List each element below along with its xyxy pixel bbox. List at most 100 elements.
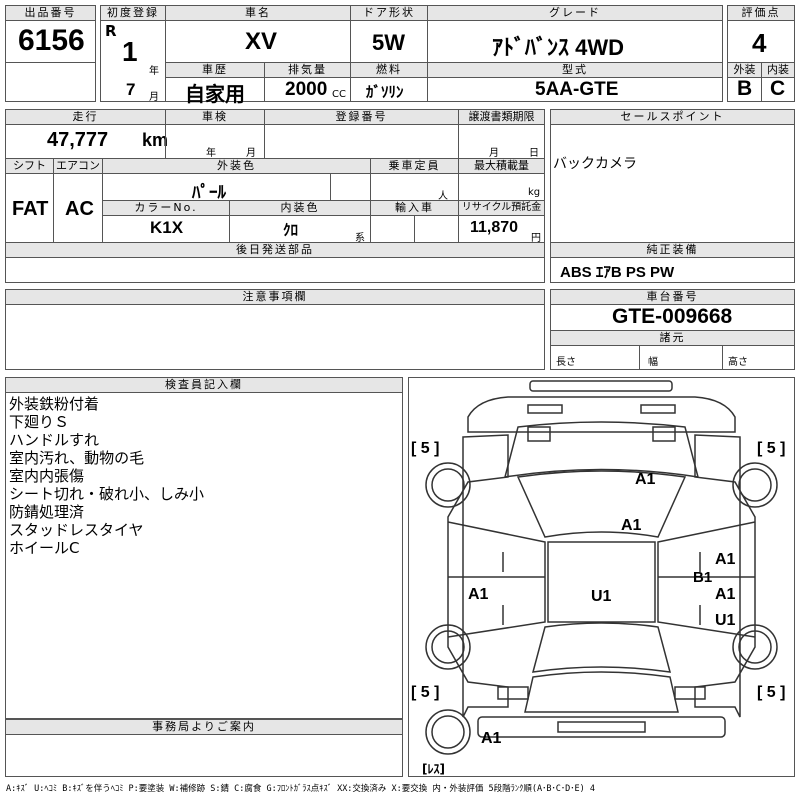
recycle-header: リサイクル預託金 xyxy=(458,200,545,216)
office-cell xyxy=(5,734,403,777)
inspector-note-item: シート切れ・破れ小、しみ小 xyxy=(9,485,205,503)
model-header: 型式 xyxy=(427,62,723,78)
inspector-note-item: 室内汚れ、動物の毛 xyxy=(9,449,145,467)
damage-right-front-door: A1 xyxy=(715,551,736,568)
reg-month-value: 7 xyxy=(126,80,136,99)
fuel-header: 燃料 xyxy=(350,62,428,78)
cc-label: CC xyxy=(332,89,346,100)
lot-no-value: 6156 xyxy=(18,24,85,57)
capacity-header: 乗車定員 xyxy=(370,158,459,174)
year-label: 年 xyxy=(149,66,159,77)
inspector-note-item: 外装鉄粉付着 xyxy=(9,395,100,413)
legend-text: A:ｷｽﾞ U:ﾍｺﾐ B:ｷｽﾞを伴うﾍｺﾐ P:要塗装 W:補修跡 S:錆 … xyxy=(6,784,595,794)
inspector-note-item: スタッドレスタイヤ xyxy=(9,521,144,539)
tire-fr: [ 5 ] xyxy=(757,440,786,457)
sales-point-value: バックカメラ xyxy=(553,156,637,172)
car-name-value: XV xyxy=(245,28,278,55)
interior-cell xyxy=(761,77,795,102)
reg-year-value: 1 xyxy=(122,36,138,67)
later-parts-header: 後日発送部品 xyxy=(5,242,545,258)
kg-label: kg xyxy=(528,187,541,198)
shift-value: FAT xyxy=(12,198,49,220)
int-color-header: 内装色 xyxy=(229,200,371,216)
grade-value: ｱﾄﾞﾊﾞﾝｽ 4WD xyxy=(492,35,625,60)
notes-cell xyxy=(5,304,545,370)
damage-right-rear-u: U1 xyxy=(715,612,736,629)
office-header: 事務局よりご案内 xyxy=(5,719,403,735)
door-value: 5W xyxy=(372,30,405,55)
interior-header: 内装 xyxy=(761,62,795,78)
notes-header: 注意事項欄 xyxy=(5,289,545,305)
import-header: 輸入車 xyxy=(370,200,459,216)
inspector-note-item: ハンドルすれ xyxy=(9,431,100,449)
aircon-header: エアコン xyxy=(53,158,103,174)
tire-fl: [ 5 ] xyxy=(411,440,440,457)
transfer-month-label: 月 xyxy=(489,148,499,159)
tire-rl: [ 5 ] xyxy=(411,684,440,701)
inspector-note-item: 室内内張傷 xyxy=(9,467,85,485)
era-label: R xyxy=(105,22,117,40)
displacement-header: 排気量 xyxy=(264,62,351,78)
inspector-note-item: 防錆処理済 xyxy=(9,503,85,521)
grade-header: グレード xyxy=(427,5,723,21)
score-header: 評価点 xyxy=(727,5,795,21)
sales-point-header: セールスポイント xyxy=(550,109,795,125)
genuine-equipment-value: ABS ｴｱB PS PW xyxy=(560,264,675,281)
damage-left-side: A1 xyxy=(468,586,489,603)
transfer-day-label: 日 xyxy=(529,148,539,159)
import-cell-b xyxy=(414,215,459,243)
lot-no-header: 出品番号 xyxy=(5,5,96,21)
specs-header: 諸元 xyxy=(550,330,795,346)
tire-spare: [ﾚｽ] xyxy=(422,762,445,776)
spec-length-label: 長さ xyxy=(556,357,576,368)
transfer-header: 譲渡書類期限 xyxy=(458,109,545,125)
damage-roof: U1 xyxy=(591,588,612,605)
int-color-value: ｸﾛ xyxy=(283,222,299,239)
color-no-value: K1X xyxy=(150,218,184,237)
int-color-cell xyxy=(229,215,371,243)
aircon-value: AC xyxy=(65,198,94,220)
model-value: 5AA-GTE xyxy=(535,79,619,100)
mileage-header: 走行 xyxy=(5,109,166,125)
km-label: km xyxy=(142,130,169,150)
reg-no-cell xyxy=(264,124,459,159)
kei-label: 系 xyxy=(355,233,365,244)
mileage-value: 47,777 xyxy=(47,129,109,151)
damage-hood: A1 xyxy=(635,471,656,488)
inspector-header: 検査員記入欄 xyxy=(5,377,403,393)
ext-color-value: ﾊﾟｰﾙ xyxy=(192,183,226,202)
lot-no-empty xyxy=(5,62,96,102)
genuine-equipment-cell xyxy=(550,257,795,283)
chassis-no-header: 車台番号 xyxy=(550,289,795,305)
history-value: 自家用 xyxy=(185,84,245,106)
score-value: 4 xyxy=(752,28,767,58)
ext-color-header: 外装色 xyxy=(102,158,371,174)
spec-height-label: 高さ xyxy=(728,357,748,368)
month-label: 月 xyxy=(149,92,159,103)
damage-right-front-door-b: B1 xyxy=(693,569,713,586)
color-no-header: カラーNo. xyxy=(102,200,230,216)
inspection-header: 車検 xyxy=(165,109,265,125)
inspector-note-item: 下廻りＳ xyxy=(9,413,70,431)
genuine-equipment-header: 純正装備 xyxy=(550,242,795,258)
damage-right-rear-door: A1 xyxy=(715,586,736,603)
inspector-note-item: ホイールC xyxy=(9,539,80,557)
ext-color-extra xyxy=(330,173,371,201)
first-reg-header: 初度登録 xyxy=(100,5,166,21)
inspector-cell xyxy=(5,392,403,719)
displacement-value: 2000 xyxy=(285,79,328,100)
yen-label: 円 xyxy=(531,233,541,244)
sales-point-cell xyxy=(550,124,795,243)
door-header: ドア形状 xyxy=(350,5,428,21)
model-cell xyxy=(427,77,723,102)
chassis-no-value: GTE-009668 xyxy=(612,305,733,328)
history-header: 車歴 xyxy=(165,62,265,78)
max-load-header: 最大積載量 xyxy=(458,158,545,174)
spec-height-cell xyxy=(722,345,795,370)
tire-rr: [ 5 ] xyxy=(757,684,786,701)
later-parts-cell xyxy=(5,257,545,283)
insp-month-label: 月 xyxy=(246,148,256,159)
damage-windshield: A1 xyxy=(621,517,642,534)
reg-no-header: 登録番号 xyxy=(264,109,459,125)
